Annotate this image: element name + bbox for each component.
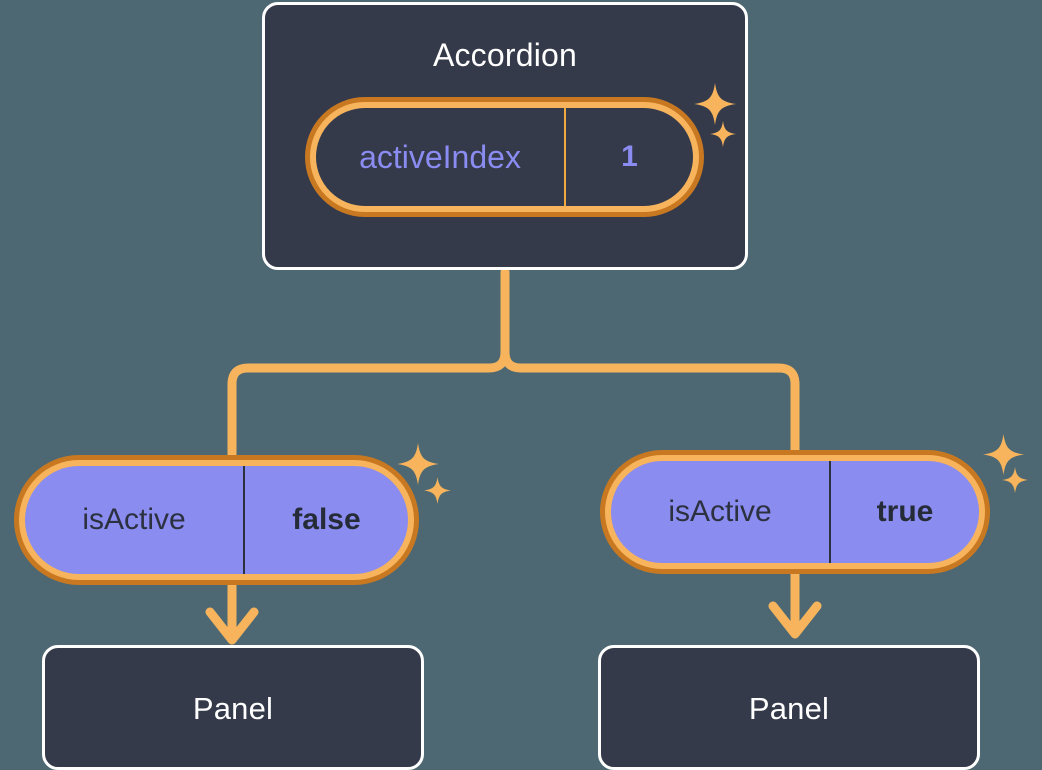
panel-node-title: Panel (748, 691, 830, 726)
sparkle-icon (424, 477, 451, 504)
pill-body: isActive false (25, 466, 408, 574)
sparkle-icon (1002, 467, 1028, 493)
state-pill-value: 1 (621, 140, 638, 173)
connector-branch-right (500, 347, 800, 455)
pill-inner-ring: isActive true (605, 455, 985, 569)
state-pill-is-active-false[interactable]: isActive false (14, 455, 419, 585)
accordion-node-title: Accordion (432, 37, 578, 73)
state-pill-key: isActive (611, 461, 831, 563)
state-pill-value: true (876, 495, 934, 528)
arrow-down-icon-left (205, 580, 259, 645)
state-pill-key: isActive (25, 466, 245, 574)
panel-component-node-left[interactable]: Panel (42, 645, 424, 770)
arrow-down-icon-right (768, 569, 822, 639)
connector-branch-left (227, 347, 510, 460)
sparkle-icon (983, 434, 1024, 475)
state-pill-value: false (292, 503, 361, 536)
pill-body: isActive true (611, 461, 979, 563)
panel-node-title: Panel (192, 691, 274, 726)
panel-component-node-right[interactable]: Panel (598, 645, 980, 770)
pill-inner-ring: isActive false (19, 460, 414, 580)
pill-inner-ring: activeIndex 1 (310, 102, 699, 212)
pill-body: activeIndex 1 (316, 108, 693, 206)
state-pill-is-active-true[interactable]: isActive true (600, 450, 990, 574)
state-pill-key: activeIndex (316, 108, 566, 206)
state-pill-active-index[interactable]: activeIndex 1 (305, 97, 704, 217)
